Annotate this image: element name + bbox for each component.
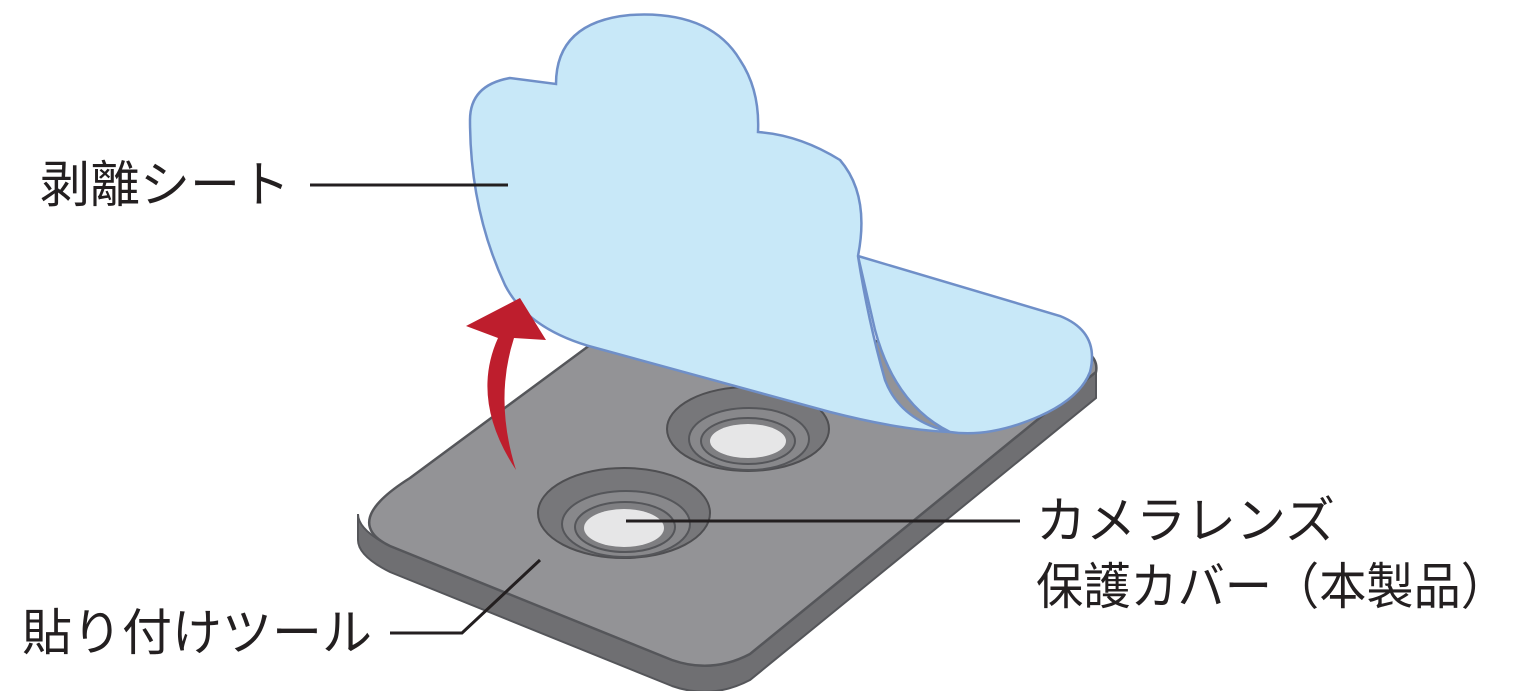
release-sheet-lifted (468, 13, 951, 434)
leader-application-tool (390, 558, 542, 635)
release-sheet-flat (856, 254, 1094, 435)
label-release-sheet: 剥離シート (40, 156, 290, 214)
label-lens-cover-line1: カメラレンズ (1036, 492, 1335, 550)
lens-back (666, 386, 830, 472)
lens-back-glass (710, 424, 786, 458)
label-lens-cover-line2: 保護カバー（本製品） (1036, 558, 1508, 616)
label-application-tool: 貼り付けツール (22, 604, 372, 662)
lens-front-glass (584, 509, 664, 547)
curved-up-arrow-icon (466, 298, 546, 470)
lens-front (537, 467, 711, 559)
release-sheet (468, 13, 1094, 435)
